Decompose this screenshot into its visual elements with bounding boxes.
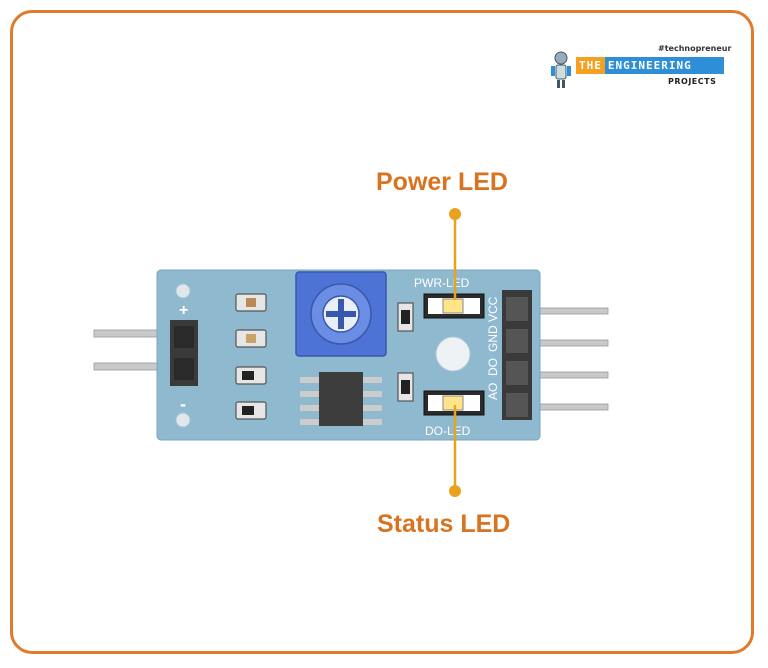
smd-components-left bbox=[235, 293, 267, 420]
mounting-hole-bottom bbox=[175, 412, 191, 428]
logo-projects: PROJECTS bbox=[668, 77, 717, 86]
logo-tagline: #technopreneur bbox=[658, 44, 732, 53]
pin-label-vcc: VCC bbox=[486, 296, 500, 322]
pin-labels: AO DO GND VCC bbox=[486, 296, 500, 400]
do-led-silkscreen: DO-LED bbox=[425, 424, 471, 438]
status-led-label: Status LED bbox=[377, 510, 511, 538]
robot-mascot-icon bbox=[551, 51, 571, 88]
mounting-hole-center bbox=[435, 336, 471, 372]
pwr-led-silkscreen: PWR-LED bbox=[414, 276, 470, 290]
status-led-callout-line bbox=[449, 405, 461, 497]
potentiometer bbox=[295, 271, 387, 357]
minus-silkscreen: - bbox=[180, 394, 186, 414]
smd-resistors-right bbox=[397, 302, 414, 402]
pin-label-gnd: GND bbox=[486, 325, 500, 352]
power-led-callout-line bbox=[449, 208, 461, 300]
right-header-pins bbox=[529, 307, 609, 411]
logo-engineering: ENGINEERING bbox=[607, 59, 692, 72]
plus-silkscreen: + bbox=[179, 302, 188, 319]
mounting-hole-top bbox=[175, 283, 191, 299]
comparator-ic bbox=[300, 372, 382, 426]
logo-the: THE bbox=[576, 57, 605, 74]
power-led-label: Power LED bbox=[376, 168, 508, 196]
pin-label-ao: AO bbox=[486, 383, 500, 400]
pin-label-do: DO bbox=[486, 358, 500, 376]
